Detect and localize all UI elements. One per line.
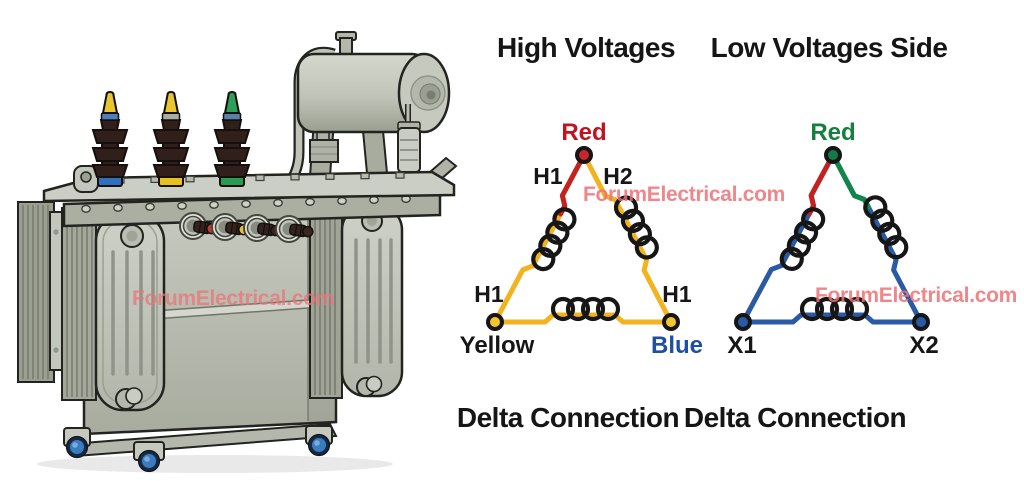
lv-label-x2: X2 — [909, 332, 938, 359]
bushing-cap — [99, 119, 121, 131]
wheel — [65, 435, 89, 459]
bushing-skirt — [91, 147, 129, 162]
lv-bushing-1 — [179, 212, 218, 240]
right-radiator — [309, 204, 404, 399]
bushing-tip-cone — [101, 90, 119, 114]
bushing-ring — [161, 112, 181, 121]
coil — [550, 296, 621, 322]
lv-node-x1 — [734, 313, 752, 331]
lv-node-red — [824, 146, 842, 164]
bracket-bolt — [53, 229, 59, 235]
tank-lid — [42, 165, 456, 228]
hv-label-blue: Blue — [651, 332, 703, 359]
bushing-skirt — [213, 129, 251, 144]
hv-label-yellow: Yellow — [460, 332, 535, 359]
lv-bushing-4 — [275, 215, 314, 243]
watermark-high-diagram: ForumElectrical.com — [583, 183, 785, 206]
watermark-low-diagram: ForumElectrical.com — [815, 284, 1017, 307]
bushing-skirt — [152, 147, 190, 162]
left-panel-top-boss-center — [126, 230, 138, 242]
hv-tag-h1-top: H1 — [533, 163, 563, 189]
hv-bushing-1 — [91, 90, 129, 187]
right-panel-bottom-boss-cap — [365, 375, 383, 393]
mid-fin-lines — [66, 211, 93, 397]
fin-bracket — [49, 211, 63, 371]
low-voltage-delta-diagram: Low Voltages Side — [684, 32, 1017, 433]
wheel — [307, 433, 331, 457]
bushing-skirt — [213, 147, 251, 162]
bushing-cap — [160, 119, 182, 131]
bushing-skirt — [152, 164, 190, 178]
hv-winding-yellow-blue — [492, 296, 674, 325]
right-radiator-panel — [340, 204, 404, 398]
high-voltage-delta-diagram: High Voltages — [457, 32, 785, 433]
hv-node-blue — [662, 313, 680, 331]
bushing-tip-cone — [223, 90, 241, 114]
transformer-illustration: ForumElectrical.com — [17, 31, 458, 473]
low-voltages-title: Low Voltages Side — [711, 32, 948, 63]
bracket-bolt — [53, 347, 59, 353]
hv-winding-red-blue — [581, 152, 674, 325]
lv-winding-red-x1 — [740, 152, 836, 325]
bushing-skirt — [91, 164, 129, 178]
watermark-on-transformer: ForumElectrical.com — [132, 287, 334, 310]
high-voltages-title: High Voltages — [497, 32, 675, 63]
hv-bushing-2 — [152, 90, 190, 187]
lug-hole — [80, 171, 92, 183]
bushing-skirt — [91, 129, 129, 144]
left-radiator — [17, 201, 166, 412]
ground-shadow — [37, 455, 393, 473]
lv-label-red: Red — [810, 119, 855, 146]
base-skid — [63, 422, 338, 473]
hv-node-yellow — [486, 313, 504, 331]
rear-fin-lines — [22, 205, 49, 379]
wheel — [137, 449, 161, 473]
right-panel-top-boss-center — [367, 216, 377, 226]
hv-bushing-3 — [213, 90, 251, 187]
lv-bushing-2 — [211, 213, 250, 241]
coil — [799, 296, 870, 322]
lv-winding-x1-x2 — [740, 296, 924, 325]
lv-label-x1: X1 — [727, 332, 756, 359]
right-panel-grooves — [354, 238, 393, 364]
bushing-skirt — [213, 164, 251, 178]
end-cap-center — [426, 90, 436, 100]
hv-tag-h1-left: H1 — [474, 281, 504, 307]
lv-winding-green-x2 — [830, 152, 924, 325]
right-fin-lines — [314, 215, 336, 395]
bushing-skirt — [152, 129, 190, 144]
bushing-cap — [221, 119, 243, 131]
bushing-ring — [100, 112, 120, 121]
hv-tag-h1-right: H1 — [662, 281, 692, 307]
left-panel-bottom-boss-cap — [125, 387, 143, 405]
coil — [531, 207, 577, 272]
buchholz-relay — [309, 139, 339, 163]
left-panel-grooves — [111, 250, 155, 376]
coil — [613, 195, 659, 260]
hv-tag-h2-top: H2 — [603, 163, 632, 189]
hv-winding-red-yellow — [492, 152, 587, 325]
delta-connection-caption-high: Delta Connection — [457, 402, 679, 433]
coil — [779, 207, 826, 271]
bushing-ring — [222, 112, 242, 121]
delta-connection-caption-low: Delta Connection — [684, 402, 906, 433]
bushing-tip-cone — [162, 90, 180, 114]
lv-tip — [302, 225, 314, 238]
flange-bolts — [81, 194, 411, 213]
hv-node-red — [575, 146, 593, 164]
coil — [863, 195, 909, 260]
lv-node-x2 — [912, 313, 930, 331]
hv-label-red: Red — [561, 119, 606, 146]
